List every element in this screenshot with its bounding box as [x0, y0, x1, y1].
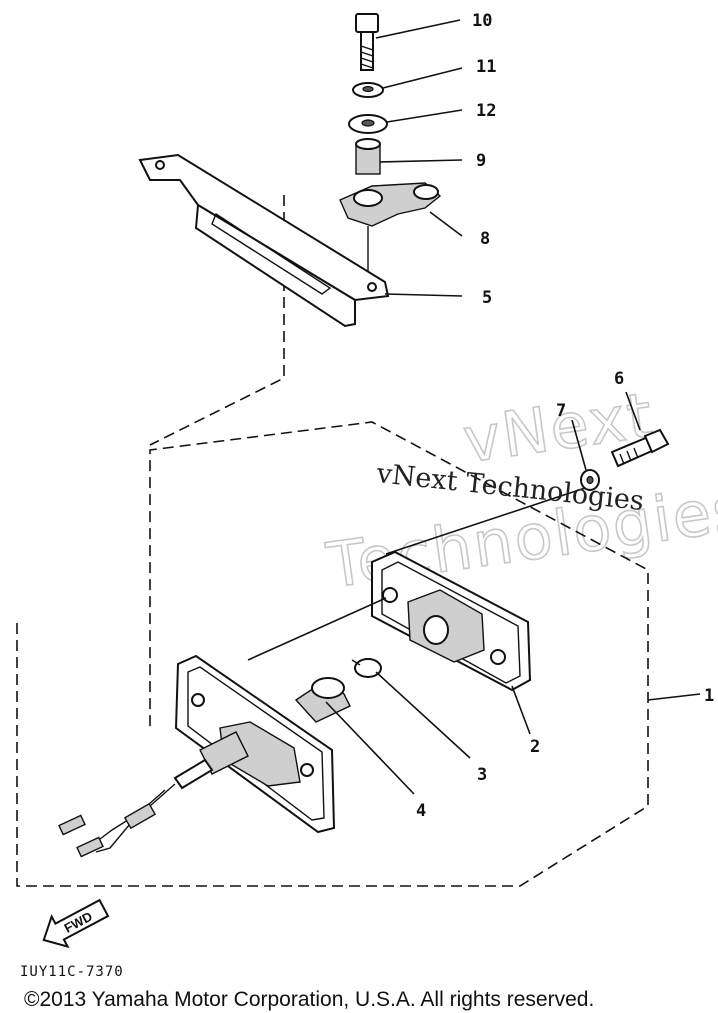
callout-labels: 10 11 12 9 8 5 6 7 1 2 3 4	[416, 11, 714, 821]
wire-harness	[58, 758, 214, 858]
bulb-3	[351, 658, 382, 678]
callout-7: 7	[556, 401, 566, 421]
bolt-10	[355, 13, 379, 71]
fwd-arrow: FWD	[42, 898, 110, 949]
callout-5: 5	[482, 288, 492, 308]
stay-8	[339, 182, 442, 227]
callout-10: 10	[472, 11, 492, 31]
bolt-6	[610, 428, 670, 468]
callout-12: 12	[476, 101, 496, 121]
washer-7	[580, 469, 600, 491]
callout-9: 9	[476, 151, 486, 171]
callout-2: 2	[530, 737, 540, 757]
assembly-outline	[16, 421, 649, 887]
collar-9	[355, 138, 381, 175]
callout-3: 3	[477, 765, 487, 785]
lamp-housing	[174, 654, 336, 834]
copyright-notice: ©2013 Yamaha Motor Corporation, U.S.A. A…	[24, 988, 595, 1011]
callout-8: 8	[480, 229, 490, 249]
socket-4	[294, 677, 351, 723]
lens-2	[371, 550, 532, 692]
drawing-code: IUY11C-7370	[20, 964, 124, 980]
bracket-5	[138, 153, 390, 328]
callout-1: 1	[704, 686, 714, 706]
callout-11: 11	[476, 57, 496, 77]
lock-washer-11	[352, 82, 384, 98]
leader-lines	[247, 19, 701, 795]
washer-12	[348, 114, 388, 134]
callout-6: 6	[614, 369, 624, 389]
callout-4: 4	[416, 801, 426, 821]
